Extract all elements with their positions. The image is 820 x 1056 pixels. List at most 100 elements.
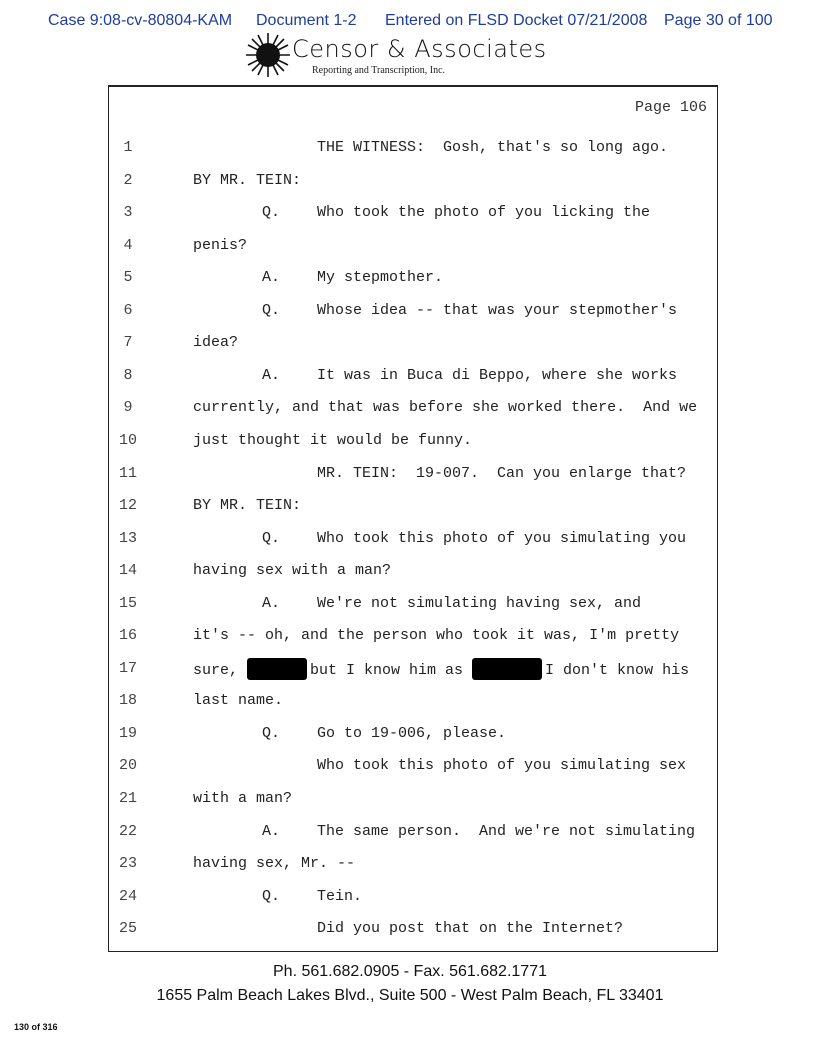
redaction-block [247,657,308,680]
line-number: 24 [118,887,137,905]
line-text: currently, and that was before she worke… [193,399,698,417]
reporter-logo: Censor & Associates Reporting and Transc… [246,33,546,81]
speaker-marker: Q. [262,724,281,742]
transcript-line: 7 idea? [109,332,717,354]
line-text: just thought it would be funny. [193,431,473,449]
line-text: My stepmother. [317,269,444,287]
line-number: 22 [118,822,137,840]
line-text: Who took this photo of you simulating se… [317,757,687,775]
speaker-marker: A. [262,822,281,840]
document-number: Document 1-2 [256,12,357,29]
transcript-line: 24 Q. Tein. [109,886,717,908]
logo-name: Censor & Associates [292,35,547,63]
line-text: We're not simulating having sex, and [317,594,642,612]
line-number: 21 [118,790,137,807]
line-text: Who took this photo of you simulating yo… [317,529,687,547]
transcript-line: 4 penis? [109,235,717,257]
line-text: BY MR. TEIN: [193,171,302,189]
line-number: 16 [118,627,137,645]
transcript-line: 8 A. It was in Buca di Beppo, where she wo… [109,365,717,387]
transcript-line: 14 having sex with a man? [109,560,717,582]
transcript-line: 1 THE WITNESS: Gosh, that's so long ago. [109,137,717,159]
transcript-line: 17 sure, but I know him as I don't know h… [109,657,717,682]
line-text: Who took the photo of you licking the [317,204,651,222]
line-number: 9 [123,399,133,417]
transcript-line: 20 Who took this photo of you simulating … [109,755,717,777]
line-number: 11 [118,464,137,482]
speaker-marker: Q. [262,204,281,222]
line-number: 10 [118,431,137,449]
line-text: Whose idea -- that was your stepmother's [317,301,678,319]
line-text: Go to 19-006, please. [317,724,507,742]
line-number: 23 [118,855,137,873]
line-number: 12 [118,497,137,515]
transcript-line: 15 A. We're not simulating having sex, and [109,593,717,615]
line-number: 20 [118,757,137,775]
line-number: 17 [118,659,137,677]
line-number: 2 [123,171,133,189]
footer-address: 1655 Palm Beach Lakes Blvd., Suite 500 -… [156,987,664,1004]
line-text: Tein. [317,887,363,905]
line-number: 1 [123,139,133,156]
line-text: The same person. And we're not simulatin… [317,822,696,840]
line-number: 6 [123,301,133,319]
transcript-line: 2 BY MR. TEIN: [109,170,717,192]
speaker-marker: Q. [262,887,281,905]
line-text-segment: I don't know his [545,661,690,679]
line-text-segment: but I know him as [310,661,473,679]
line-number: 3 [123,204,133,222]
line-number: 18 [118,692,137,710]
transcript-line: 10 just thought it would be funny. [109,430,717,452]
transcript-line: 22 A. The same person. And we're not simul… [109,821,717,843]
speaker-marker: A. [262,594,281,612]
line-number: 5 [123,269,133,287]
transcript-line: 18 last name. [109,690,717,712]
line-text: penis? [193,236,248,254]
speaker-marker: A. [262,366,281,384]
line-text: having sex, Mr. -- [193,855,356,873]
line-text: last name. [193,692,284,710]
line-number: 7 [123,334,133,352]
line-text: sure, but I know him as I don't know his [193,657,690,682]
logo-subtitle: Reporting and Transcription, Inc. [312,65,446,76]
transcript-line: 19 Q. Go to 19-006, please. [109,723,717,745]
line-text: it's -- oh, and the person who took it w… [193,627,680,645]
transcript-line: 21 with a man? [109,788,717,810]
transcript-line: 11 MR. TEIN: 19-007. Can you enlarge that… [109,463,717,485]
court-stamp: Case 9:08-cv-80804-KAM Document 1-2 Ente… [0,12,820,32]
page-count: 130 of 316 [14,1022,58,1032]
footer-phone: Ph. 561.682.0905 - Fax. 561.682.1771 [273,963,547,980]
sun-logo-icon [246,33,290,77]
line-text: THE WITNESS: Gosh, that's so long ago. [317,139,669,156]
line-number: 4 [123,236,133,254]
line-number: 14 [118,562,137,580]
line-number: 25 [118,920,137,938]
transcript-line: 23 having sex, Mr. -- [109,853,717,875]
line-text: having sex with a man? [193,562,392,580]
line-text: Did you post that on the Internet? [317,920,624,938]
line-text: MR. TEIN: 19-007. Can you enlarge that? [317,464,687,482]
line-text: It was in Buca di Beppo, where she works [317,366,678,384]
speaker-marker: A. [262,269,281,287]
line-text: idea? [193,334,239,352]
transcript-line: 13 Q. Who took this photo of you simulatin… [109,528,717,550]
transcript-line: 3 Q. Who took the photo of you licking the [109,202,717,224]
line-text: with a man? [193,790,293,807]
transcript-line: 5 A. My stepmother. [109,267,717,289]
line-number: 19 [118,724,137,742]
speaker-marker: Q. [262,301,281,319]
redaction-block [472,657,543,680]
case-number: Case 9:08-cv-80804-KAM [48,12,233,29]
line-number: 15 [118,594,137,612]
line-text-segment: sure, [193,661,248,679]
speaker-marker: Q. [262,529,281,547]
docket-entry: Entered on FLSD Docket 07/21/2008 [385,12,648,29]
transcript-line: 6 Q. Whose idea -- that was your stepmothe… [109,300,717,322]
line-number: 8 [123,366,133,384]
transcript-line: 16 it's -- oh, and the person who took it… [109,625,717,647]
line-number: 13 [118,529,137,547]
transcript-line: 25 Did you post that on the Internet? [109,918,717,940]
transcript-page: Page 106 1 THE WITNESS: Gosh, that's so l… [108,85,718,952]
transcript-page-number: Page 106 [634,99,707,116]
